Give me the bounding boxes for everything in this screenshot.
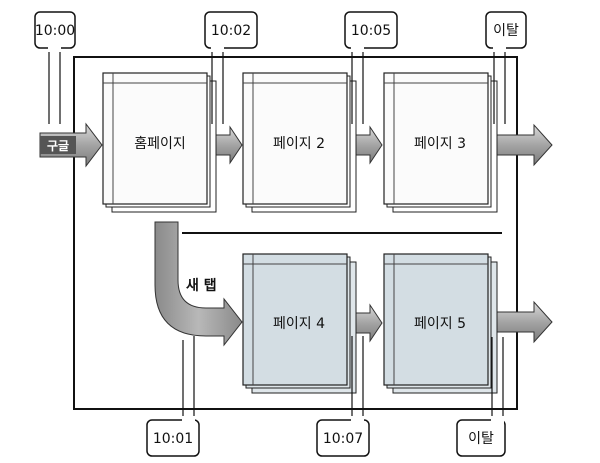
- callout-page5-time-text: 10:07: [323, 431, 363, 447]
- page-card-page2: 페이지 2: [242, 72, 357, 213]
- google-entry-arrow: 구글: [39, 122, 103, 168]
- callout-exit-top: 이탈: [485, 11, 527, 124]
- callout-exit-bottom-text: 이탈: [468, 431, 494, 447]
- page-label-page2: 페이지 2: [273, 136, 325, 152]
- arrow-home-to-page2: [214, 125, 243, 165]
- session-frame: [73, 56, 518, 410]
- arrow-page2-to-page3: [354, 125, 383, 165]
- page-card-page5: 페이지 5: [383, 253, 498, 394]
- page-label-home: 홈페이지: [134, 136, 186, 152]
- arrow-page3-exit: [489, 123, 553, 167]
- callout-exit-bottom: 이탈: [456, 337, 506, 457]
- arrow-page5-exit: [489, 300, 553, 344]
- page-card-home: 홈페이지: [102, 72, 217, 213]
- callout-exit-top-text: 이탈: [493, 23, 519, 39]
- callout-page3-time-text: 10:05: [351, 23, 391, 39]
- page-label-page4: 페이지 4: [273, 316, 325, 332]
- callout-home-time: 10:00: [34, 11, 76, 124]
- google-source-label: 구글: [47, 139, 69, 153]
- page-label-page3: 페이지 3: [414, 136, 466, 152]
- callout-page4-time-text: 10:01: [153, 431, 193, 447]
- callout-home-time-text: 10:00: [35, 23, 75, 39]
- callout-page3-time: 10:05: [344, 11, 398, 124]
- callout-page4-time: 10:01: [146, 336, 200, 457]
- callout-page2-time-text: 10:02: [211, 23, 251, 39]
- callout-page5-time: 10:07: [316, 336, 370, 457]
- callout-page2-time: 10:02: [204, 11, 258, 124]
- new-tab-label: 새 탭: [186, 278, 217, 294]
- arrow-page4-to-page5: [354, 303, 383, 343]
- new-tab-curved-arrow: [154, 221, 243, 347]
- page-label-page5: 페이지 5: [414, 316, 466, 332]
- page-card-page3: 페이지 3: [383, 72, 498, 213]
- page-card-page4: 페이지 4: [242, 253, 357, 394]
